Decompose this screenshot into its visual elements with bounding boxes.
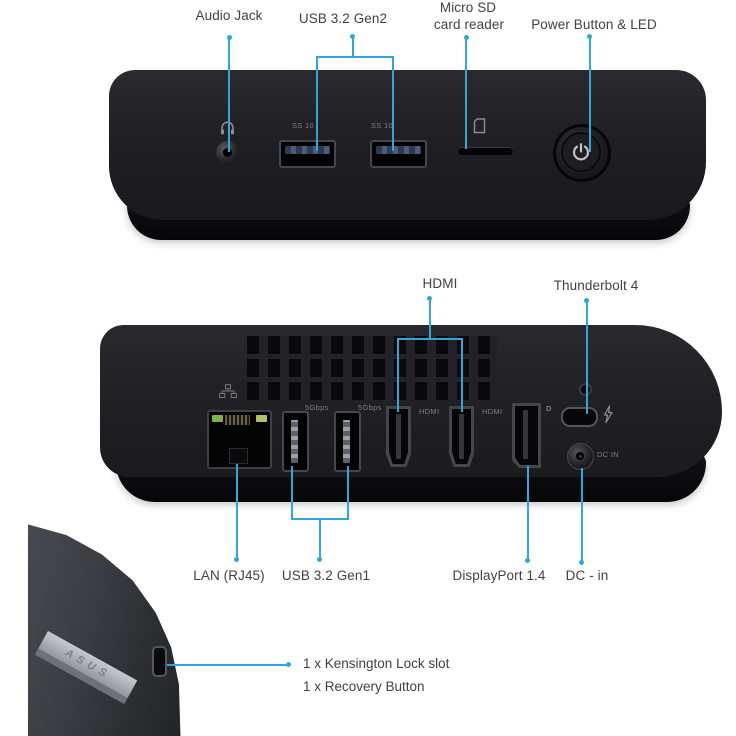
lan-led-left: [212, 415, 223, 422]
leader-usb-gen2-left: [316, 56, 318, 151]
leader-dot: [286, 662, 291, 667]
usb-speed-marking: SS 10: [371, 121, 393, 130]
vent-grille: [247, 336, 497, 400]
hdmi-marking: HDMI: [482, 407, 503, 416]
sd-card-icon: [473, 118, 486, 134]
dc-in-jack: [567, 443, 594, 470]
label-thunderbolt: Thunderbolt 4: [553, 278, 639, 293]
label-microsd-line2: card reader: [433, 17, 505, 32]
screw-hole: [579, 383, 592, 396]
leader-hdmi-left: [397, 338, 399, 412]
leader-dot: [579, 560, 584, 565]
usb-a-port-front-1: [279, 140, 336, 168]
leader-hdmi-stem: [429, 298, 431, 340]
leader-kensington: [167, 664, 289, 666]
micro-sd-slot: [458, 147, 513, 155]
power-icon: [561, 132, 601, 172]
leader-usb-gen2-bracket: [316, 56, 394, 58]
usb-speed-marking: 5Gbps: [305, 403, 329, 412]
lan-port: [207, 410, 272, 469]
leader-hdmi-bracket: [397, 338, 463, 340]
label-hdmi: HDMI: [422, 276, 458, 291]
leader-usb-gen1-stem: [319, 518, 321, 560]
hdmi-port-1: [386, 406, 411, 467]
lightning-icon: [603, 405, 613, 424]
usb-a-port-rear-2: [334, 411, 361, 472]
usb-a-port-rear-1: [282, 411, 309, 472]
leader-dot: [525, 558, 530, 563]
lan-led-right: [256, 415, 267, 422]
usb-c-thunderbolt-port: [561, 407, 598, 427]
leader-lan: [236, 464, 238, 559]
leader-usb-gen2-stem: [352, 36, 354, 57]
displayport-port: [512, 403, 541, 468]
leader-usb-gen1-left: [291, 466, 293, 520]
label-audio-jack: Audio Jack: [195, 8, 263, 23]
label-lan: LAN (RJ45): [193, 568, 265, 583]
leader-displayport: [527, 466, 529, 561]
label-microsd-line1: Micro SD: [439, 0, 497, 15]
caption-recovery: 1 x Recovery Button: [303, 679, 425, 694]
leader-dot: [317, 557, 322, 562]
network-icon: [219, 384, 237, 398]
leader-power: [589, 36, 591, 152]
lan-clip: [229, 448, 248, 464]
audio-jack-port: [216, 141, 239, 164]
leader-usb-gen2-right: [392, 56, 394, 151]
label-power: Power Button & LED: [531, 17, 657, 32]
leader-audio-jack: [228, 37, 230, 152]
usb-speed-marking: 5Gbps: [358, 403, 382, 412]
label-usb-gen2: USB 3.2 Gen2: [298, 11, 388, 26]
usb-speed-marking: SS 10: [292, 121, 314, 130]
side-corner-view: [28, 524, 181, 736]
leader-dc-in: [581, 468, 583, 563]
hdmi-marking: HDMI: [419, 407, 440, 416]
caption-kensington: 1 x Kensington Lock slot: [303, 656, 450, 671]
leader-thunderbolt: [586, 300, 588, 414]
power-button: [553, 124, 611, 182]
leader-usb-gen1-right: [347, 466, 349, 520]
label-usb-gen1: USB 3.2 Gen1: [281, 568, 371, 583]
leader-microsd: [465, 37, 467, 149]
lan-pins: [225, 415, 250, 425]
dp-logo: D: [546, 404, 552, 413]
leader-dot: [234, 557, 239, 562]
leader-hdmi-right: [461, 338, 463, 412]
headphones-icon: [221, 121, 234, 135]
label-dc-in: DC - in: [565, 568, 609, 583]
kensington-lock-slot: [152, 646, 167, 677]
label-displayport: DisplayPort 1.4: [452, 568, 546, 583]
hdmi-port-2: [449, 406, 474, 467]
usb-a-port-front-2: [370, 140, 427, 168]
dc-in-marking: DC IN: [597, 450, 619, 459]
